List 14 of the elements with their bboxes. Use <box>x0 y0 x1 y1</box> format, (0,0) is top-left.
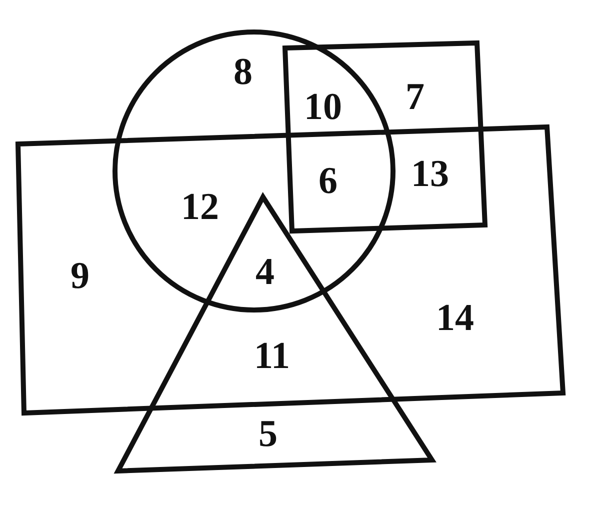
region-number: 8 <box>234 53 252 91</box>
region-number: 9 <box>70 257 90 295</box>
region-number: 5 <box>258 415 278 453</box>
region-number: 7 <box>406 78 424 116</box>
region-number: 14 <box>436 299 474 337</box>
venn-square <box>282 40 488 234</box>
region-number: 10 <box>304 88 342 126</box>
region-number: 6 <box>318 162 338 200</box>
region-number: 4 <box>256 253 274 291</box>
region-number: 13 <box>411 155 449 193</box>
region-number: 12 <box>181 188 219 226</box>
venn-circle <box>112 30 396 312</box>
venn-triangle <box>114 192 436 474</box>
region-number: 11 <box>254 337 290 375</box>
